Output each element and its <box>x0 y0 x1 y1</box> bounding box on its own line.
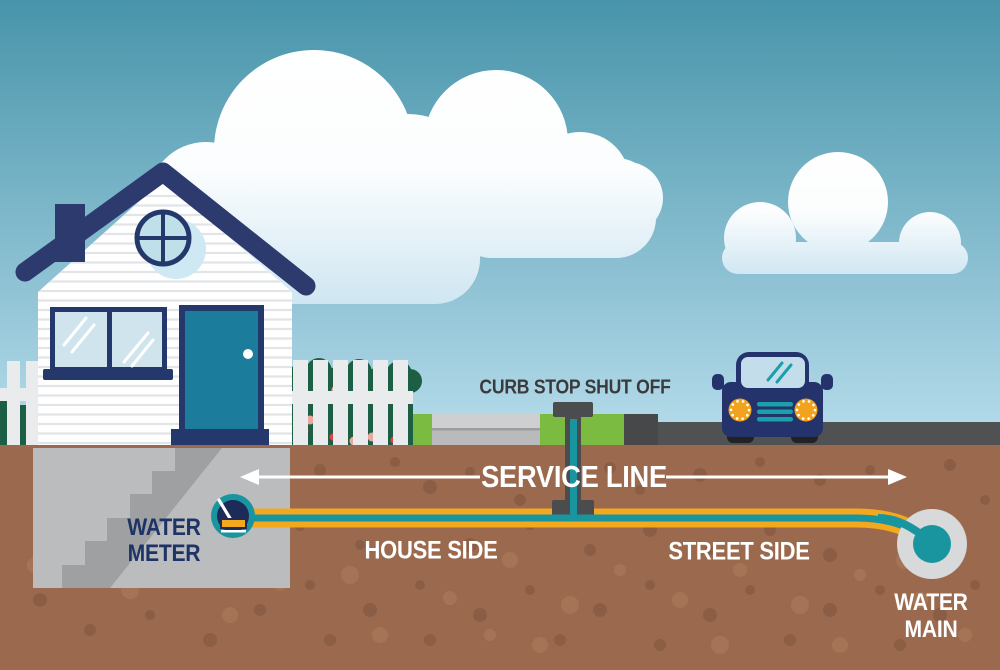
arrow-right-icon <box>666 469 907 485</box>
arrow-left-icon <box>240 469 480 485</box>
water-main-icon <box>877 509 967 579</box>
front-window <box>43 307 173 380</box>
windshield-glare <box>766 361 793 384</box>
meter-needle <box>217 498 233 522</box>
doorknob <box>243 349 253 359</box>
grass-strip <box>540 414 624 446</box>
curb-stop-riser <box>553 402 593 516</box>
basement-stairs <box>62 448 222 588</box>
house <box>15 162 316 448</box>
headlight <box>794 398 818 422</box>
service-line-arrows <box>240 469 907 485</box>
car-grille <box>757 402 793 422</box>
cloud-small <box>722 152 968 274</box>
curb <box>624 414 658 446</box>
cloud-large <box>148 50 663 304</box>
headlight <box>728 398 752 422</box>
door-step <box>171 429 269 447</box>
roof <box>15 162 316 296</box>
road <box>658 422 1000 446</box>
car <box>712 352 833 443</box>
sidewalk <box>432 414 540 446</box>
front-door <box>171 305 269 447</box>
water-meter-icon <box>211 494 255 538</box>
side-mirror <box>821 374 833 390</box>
gable-round-window <box>134 209 192 267</box>
fence-right <box>286 358 422 448</box>
side-mirror <box>712 374 724 390</box>
meter-dial <box>220 518 247 529</box>
